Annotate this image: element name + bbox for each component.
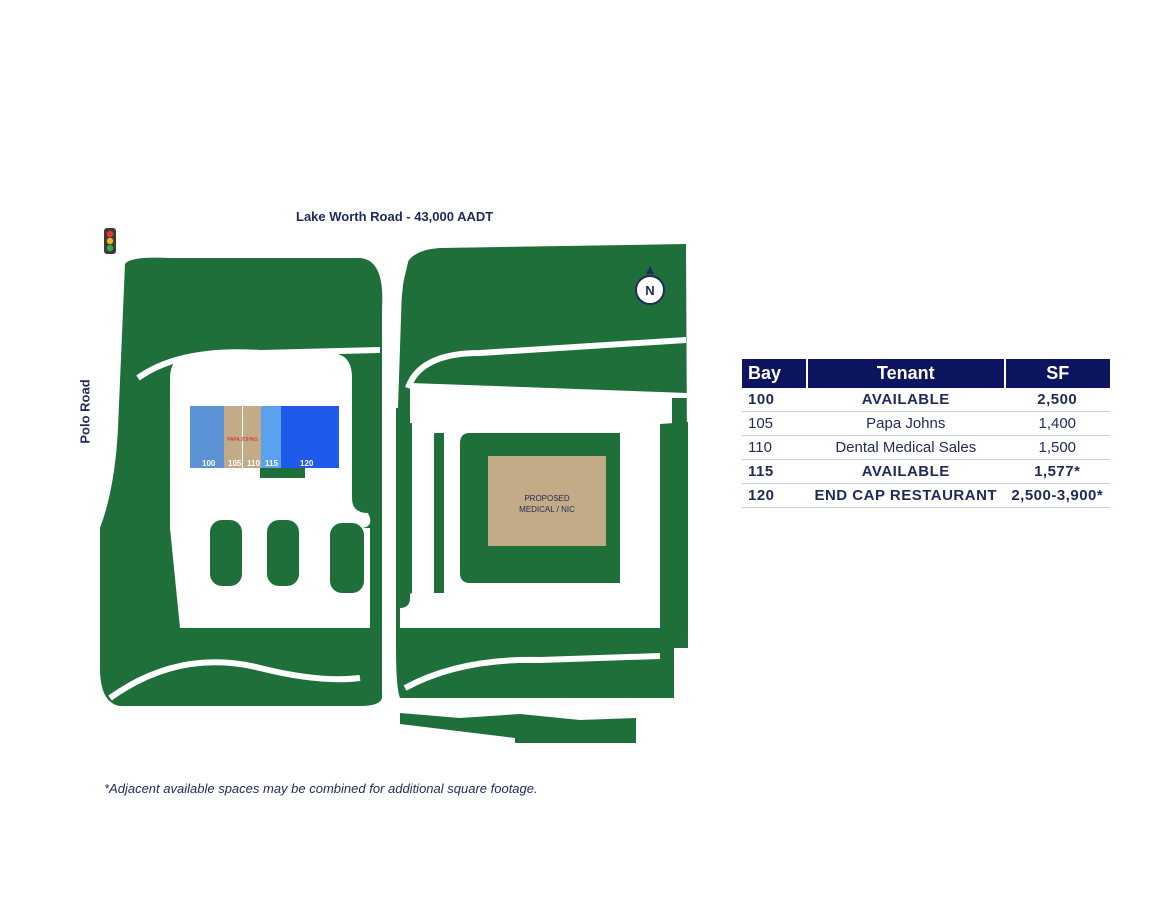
north-arrow-icon: N: [635, 266, 665, 305]
island-right-1: [402, 423, 412, 595]
bay-label-105: 105: [228, 459, 242, 468]
tenant-cell-bay: 100: [742, 388, 807, 412]
proposed-medical-building[interactable]: [488, 456, 606, 546]
lake-worth-road-label: Lake Worth Road - 43,000 AADT: [296, 209, 494, 224]
tenant-cell-tenant: AVAILABLE: [807, 388, 1005, 412]
tenant-cell-bay: 105: [742, 411, 807, 436]
sidewalk-bottom-right: [403, 653, 661, 691]
tenant-cell-bay: 120: [742, 483, 807, 508]
bay-label-120: 120: [300, 459, 314, 468]
island-left-2: [267, 520, 299, 586]
tenant-cell-bay: 115: [742, 459, 807, 484]
sidewalk-left: [136, 347, 381, 381]
bay-label-110: 110: [247, 459, 260, 468]
bay-115[interactable]: [261, 406, 281, 468]
bay-label-115: 115: [265, 459, 278, 468]
proposed-building-label-line2: MEDICAL / NIC: [519, 505, 575, 514]
bay-100[interactable]: [190, 406, 224, 468]
sidewalk-right: [405, 337, 687, 390]
tenant-cell-tenant: Dental Medical Sales: [807, 435, 1005, 460]
tenant-cell-sf: 1,500: [1004, 435, 1110, 460]
tenant-cell-tenant: AVAILABLE: [807, 459, 1005, 484]
proposed-building-label-line1: PROPOSED: [524, 494, 570, 503]
bay-120[interactable]: [281, 406, 339, 468]
tenant-cell-tenant: END CAP RESTAURANT: [807, 483, 1005, 508]
tenant-cell-sf: 1,577*: [1004, 459, 1110, 484]
traffic-light-icon: [104, 228, 116, 254]
header-tenant: Tenant: [807, 359, 1006, 388]
header-bay: Bay: [742, 359, 808, 388]
svg-text:N: N: [645, 283, 654, 298]
island-left-3: [330, 523, 364, 593]
tenant-cell-tenant: Papa Johns: [807, 411, 1005, 436]
island-left-1: [210, 520, 242, 586]
tenant-cell-bay: 110: [742, 435, 807, 460]
sidewalk-bottom-left: [108, 659, 361, 701]
papa-johns-tag: PAPA JOHNS: [227, 437, 258, 443]
entrance-road: [374, 254, 410, 408]
header-sf: SF: [1004, 359, 1110, 388]
tenant-cell-sf: 2,500: [1004, 388, 1110, 412]
bay-105[interactable]: [224, 406, 242, 468]
tenant-table-header: Bay Tenant SF: [742, 359, 1110, 388]
footnote: *Adjacent available spaces may be combin…: [104, 781, 538, 796]
island-right-2: [660, 422, 688, 638]
site-plan-map: PAPA JOHNS 100 105 110 115 120 PROPOSED …: [100, 228, 688, 743]
bay-110[interactable]: [243, 406, 261, 468]
green-space-bottom: [400, 713, 636, 743]
dumpster-pad: [260, 468, 305, 478]
island-right-3: [434, 433, 444, 593]
tenant-cell-sf: 1,400: [1004, 411, 1110, 436]
bay-label-100: 100: [202, 459, 216, 468]
tenant-cell-sf: 2,500-3,900*: [1004, 483, 1110, 508]
